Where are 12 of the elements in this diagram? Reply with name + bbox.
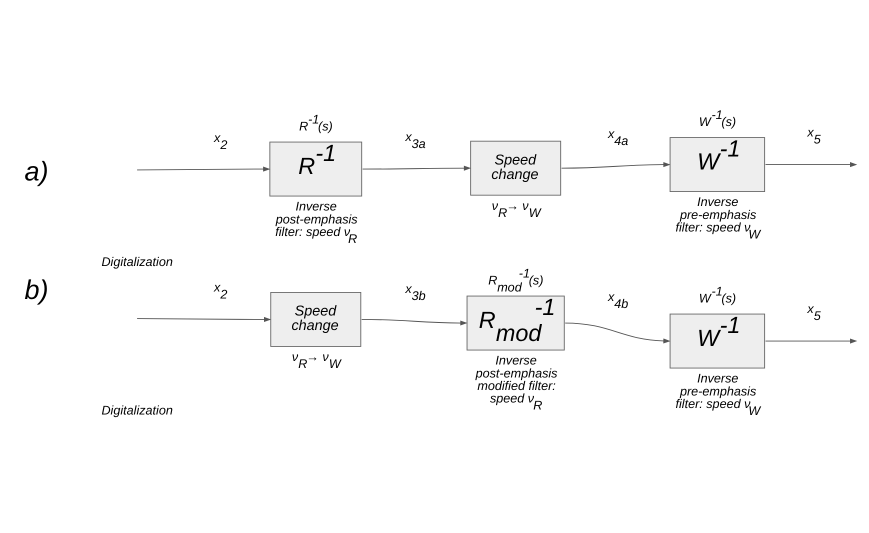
arrow [136, 166, 270, 172]
arrow [564, 322, 671, 343]
arrow [361, 318, 468, 326]
label: Digitalization [101, 254, 173, 269]
label: b) [24, 274, 49, 305]
arrow [362, 165, 472, 170]
label: a) [24, 156, 49, 186]
arrow [765, 162, 858, 167]
arrow [136, 316, 272, 322]
arrow [561, 162, 671, 168]
arrow [765, 338, 858, 344]
label: Digitalization [101, 403, 173, 418]
